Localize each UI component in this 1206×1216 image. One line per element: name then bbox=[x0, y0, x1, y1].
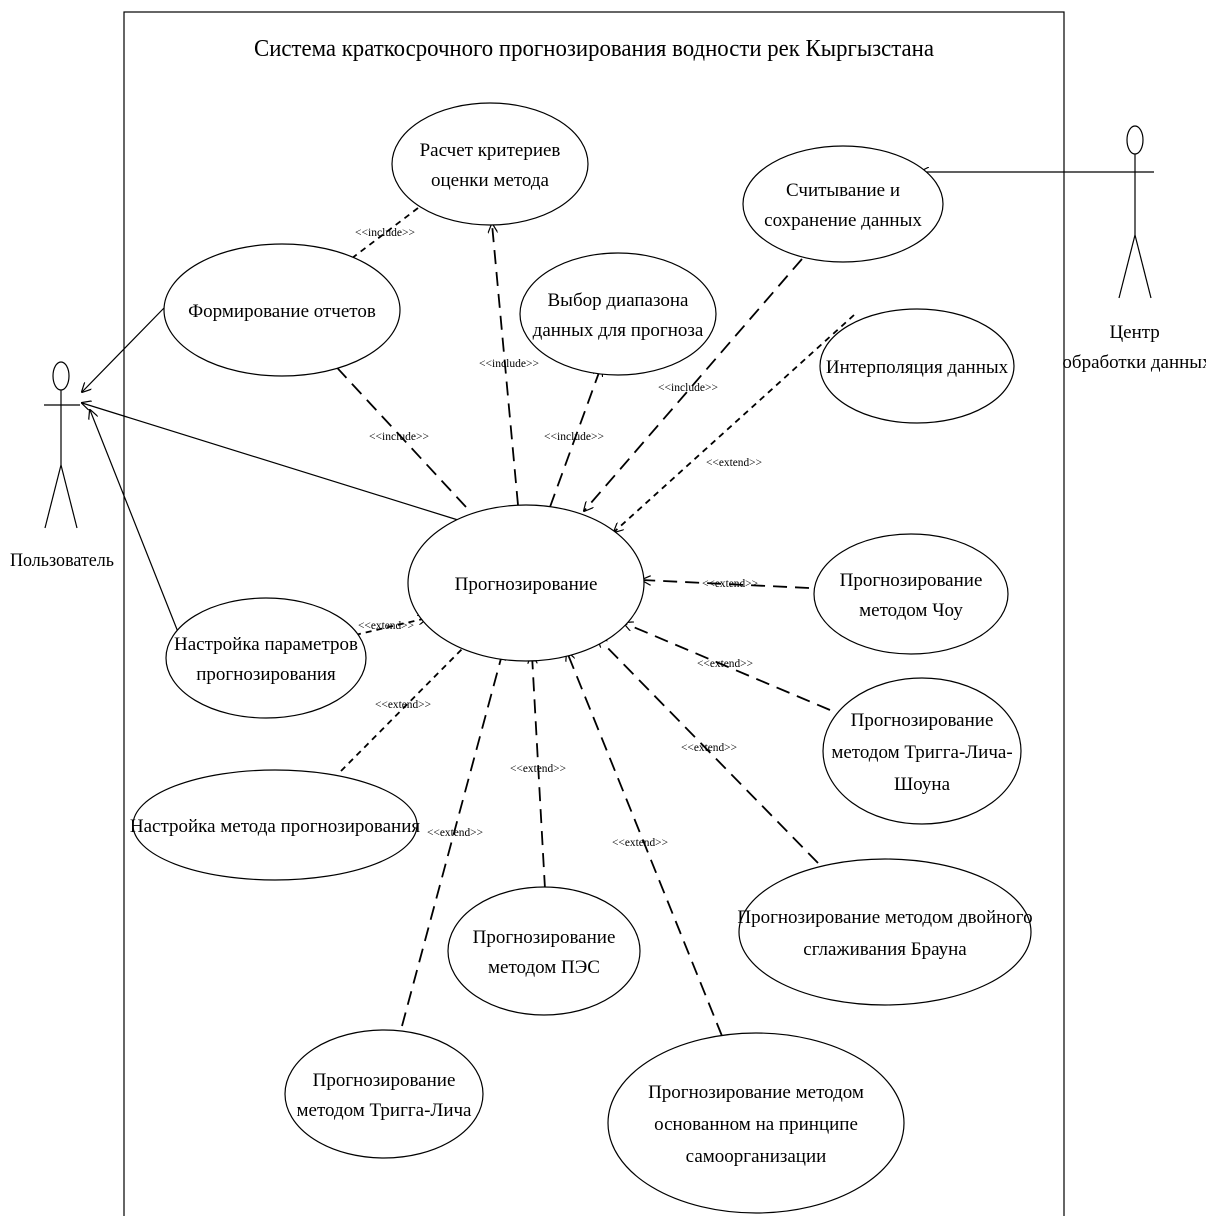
use-case-label: данных для прогноза bbox=[533, 320, 704, 341]
stereotype-include-label: <<include>> bbox=[369, 429, 429, 443]
actor-user-label: Пользователь bbox=[10, 550, 114, 571]
use-case-ellipse bbox=[738, 858, 1032, 1006]
use-case-ellipse bbox=[284, 1029, 484, 1159]
connector-extend-chou bbox=[642, 580, 810, 589]
use-case-label: Расчет критериев bbox=[420, 140, 561, 161]
stereotype-include-label: <<include>> bbox=[355, 225, 415, 239]
use-case-ellipse bbox=[813, 533, 1009, 655]
stereotype-include-label: <<include>> bbox=[479, 356, 539, 370]
use-case-criteria[interactable]: Расчет критериев оценки метода bbox=[391, 102, 589, 226]
connector-extend-method bbox=[340, 640, 471, 772]
connector-extend-tls bbox=[624, 623, 831, 711]
connector-include-range bbox=[549, 367, 601, 508]
actor-user[interactable]: Пользователь bbox=[10, 361, 114, 571]
use-case-ellipse bbox=[132, 769, 418, 881]
connectors bbox=[82, 172, 1118, 1037]
use-cases: Прогнозирование Формирование отчетов Расче… bbox=[130, 102, 1033, 1214]
stereotype-extend-label: <<extend>> bbox=[697, 656, 753, 670]
stick-figure-icon bbox=[1118, 125, 1154, 299]
stereotype-extend-label: <<extend>> bbox=[427, 825, 483, 839]
use-case-label: Прогнозирование bbox=[473, 927, 616, 948]
use-case-tl[interactable]: Прогнозирование методом Тригга-Лича bbox=[284, 1029, 484, 1159]
stereotype-extend-label: <<extend>> bbox=[702, 576, 758, 590]
use-case-label: прогнозирования bbox=[196, 664, 336, 685]
connector-assoc-user-forecast bbox=[82, 403, 459, 521]
stereotype-extend-label: <<extend>> bbox=[681, 740, 737, 754]
connector-extend-interp bbox=[614, 314, 855, 532]
use-case-label: Шоуна bbox=[894, 774, 951, 795]
stereotype-extend-label: <<extend>> bbox=[706, 455, 762, 469]
stereotype-labels: <<include>> <<include>> <<include>> <<inclu… bbox=[355, 225, 762, 849]
use-case-label: самоорганизации bbox=[686, 1146, 827, 1167]
use-case-interp[interactable]: Интерполяция данных bbox=[819, 308, 1015, 424]
connector-assoc-user-reports bbox=[82, 307, 165, 392]
stereotype-include-label: <<include>> bbox=[544, 429, 604, 443]
use-case-ellipse bbox=[447, 886, 641, 1016]
use-case-chou[interactable]: Прогнозирование методом Чоу bbox=[813, 533, 1009, 655]
use-case-ellipse bbox=[391, 102, 589, 226]
connector-include-reports bbox=[329, 359, 467, 508]
use-case-label: сглаживания Брауна bbox=[803, 939, 967, 960]
use-case-label: Выбор диапазона bbox=[548, 290, 690, 311]
use-case-params[interactable]: Настройка параметров прогнозирования bbox=[165, 597, 367, 719]
use-case-label: Настройка параметров bbox=[174, 634, 358, 655]
connector-extend-params bbox=[354, 618, 427, 636]
connector-extend-self bbox=[567, 652, 723, 1037]
stereotype-extend-label: <<extend>> bbox=[612, 835, 668, 849]
stereotype-extend-label: <<extend>> bbox=[375, 697, 431, 711]
use-case-ellipse bbox=[163, 243, 401, 377]
use-case-pes[interactable]: Прогнозирование методом ПЭС bbox=[447, 886, 641, 1016]
use-case-label: методом Тригга-Лича bbox=[297, 1100, 473, 1121]
use-case-ellipse bbox=[165, 597, 367, 719]
use-case-label: Прогнозирование bbox=[851, 710, 994, 731]
use-case-reports[interactable]: Формирование отчетов bbox=[163, 243, 401, 377]
use-case-label: Формирование отчетов bbox=[188, 301, 376, 322]
use-case-label: Интерполяция данных bbox=[826, 357, 1009, 378]
use-case-ellipse bbox=[742, 145, 944, 263]
use-case-tls[interactable]: Прогнозирование методом Тригга-Лича- Шоуна bbox=[822, 677, 1022, 825]
stereotype-include-label: <<include>> bbox=[658, 380, 718, 394]
use-case-ellipse bbox=[819, 308, 1015, 424]
stereotype-extend-label: <<extend>> bbox=[510, 761, 566, 775]
use-case-ellipse bbox=[607, 1032, 905, 1214]
use-case-label: сохранение данных bbox=[764, 210, 922, 231]
use-case-label: методом Чоу bbox=[859, 600, 963, 621]
use-case-label: Прогнозирование bbox=[313, 1070, 456, 1091]
stereotype-extend-label: <<extend>> bbox=[358, 618, 414, 632]
use-case-label: Настройка метода прогнозирования bbox=[130, 816, 421, 837]
connector-extend-pes bbox=[532, 655, 546, 890]
use-case-label: методом ПЭС bbox=[488, 957, 600, 978]
use-case-method[interactable]: Настройка метода прогнозирования bbox=[130, 769, 421, 881]
use-case-label: Прогнозирование bbox=[455, 574, 598, 595]
use-case-reading[interactable]: Считывание и сохранение данных bbox=[742, 145, 944, 263]
use-case-label: Считывание и bbox=[786, 180, 900, 201]
use-case-label: Прогнозирование методом bbox=[648, 1082, 864, 1103]
use-case-self[interactable]: Прогнозирование методом основанном на при… bbox=[607, 1032, 905, 1214]
use-case-label: Прогнозирование методом двойного bbox=[737, 907, 1032, 928]
connector-include-reports-criteria bbox=[343, 207, 419, 265]
use-case-label: Прогнозирование bbox=[840, 570, 983, 591]
connector-extend-brown bbox=[598, 638, 819, 864]
use-case-label: методом Тригга-Лича- bbox=[831, 742, 1012, 763]
use-case-ellipse bbox=[519, 252, 717, 376]
connector-include-criteria bbox=[492, 224, 519, 506]
use-case-ellipse bbox=[407, 504, 645, 662]
actor-center-label: Центр обработки данных bbox=[1062, 322, 1206, 373]
use-case-range[interactable]: Выбор диапазона данных для прогноза bbox=[519, 252, 717, 376]
system-title: Система краткосрочного прогнозирования в… bbox=[254, 36, 934, 62]
use-case-brown[interactable]: Прогнозирование методом двойного сглажива… bbox=[737, 858, 1033, 1006]
use-case-label: основанном на принципе bbox=[654, 1114, 858, 1135]
use-case-label: оценки метода bbox=[431, 170, 550, 191]
use-case-forecast[interactable]: Прогнозирование bbox=[407, 504, 645, 662]
stick-figure-icon bbox=[44, 361, 80, 529]
actor-data-center[interactable]: Центр обработки данных bbox=[1062, 125, 1206, 373]
system-boundary bbox=[123, 11, 1065, 1216]
connector-include-reading bbox=[584, 258, 803, 511]
connector-assoc-user-params bbox=[90, 410, 179, 633]
use-case-ellipse bbox=[822, 677, 1022, 825]
